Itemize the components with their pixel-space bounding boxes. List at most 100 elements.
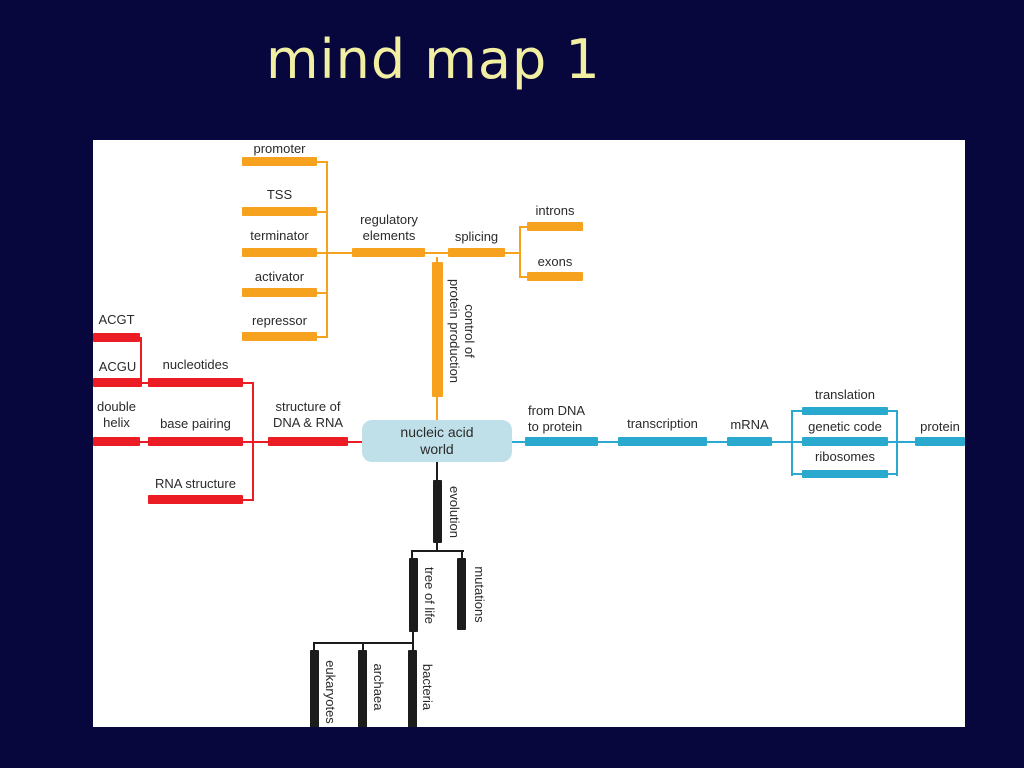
eukaryotes-drop	[313, 642, 315, 650]
control-of-protein-production-label: control of protein production	[447, 278, 477, 384]
acgt-acgu-vertical	[140, 337, 142, 384]
rna-structure-bar	[148, 495, 243, 504]
ribosomes-stub-left	[793, 473, 802, 475]
tss-label: TSS	[266, 187, 293, 202]
structure-of-dna-rna-label: structure of DNA & RNA	[272, 399, 344, 430]
orange-branch-vertical-line	[326, 161, 328, 338]
translation-bar	[802, 407, 888, 415]
promoter-bar	[242, 157, 317, 166]
promoter-label: promoter	[253, 141, 306, 156]
terminator-label: terminator	[250, 228, 309, 243]
slide-title: mind map 1	[266, 28, 601, 91]
control-stem-top	[436, 257, 438, 263]
transcription-to-mrna-line	[707, 441, 727, 443]
acgt-bar	[93, 333, 140, 342]
center-node-nucleic-acid-world: nucleic acid world	[362, 420, 512, 462]
repressor-label: repressor	[252, 313, 307, 328]
ribosomes-stub-right	[888, 473, 896, 475]
bacteria-label: bacteria	[420, 663, 435, 711]
mrna-to-bracket-line	[772, 441, 791, 443]
genetic-code-stub-right	[888, 441, 896, 443]
splicing-bracket-vertical	[519, 226, 521, 278]
ribosomes-bar	[802, 470, 888, 478]
evolution-bar	[433, 480, 442, 543]
terminator-to-regulatory-line	[317, 252, 352, 254]
rna-structure-connector	[243, 499, 253, 501]
ribosomes-label: ribosomes	[815, 449, 875, 464]
nucleotides-bar	[148, 378, 243, 387]
exons-connector	[521, 276, 529, 278]
blue-bracket-right	[896, 410, 898, 476]
base-pairing-label: base pairing	[160, 416, 231, 431]
double-helix-to-base-pairing-line	[140, 441, 148, 443]
mrna-label: mRNA	[730, 417, 769, 432]
activator-bar	[242, 288, 317, 297]
tree-of-life-stem-bottom	[412, 632, 414, 643]
activator-connector	[317, 292, 328, 294]
repressor-bar	[242, 332, 317, 341]
splicing-to-bracket-line	[505, 252, 521, 254]
eukaryotes-bar	[310, 650, 319, 727]
promoter-connector	[317, 161, 328, 163]
introns-bar	[527, 222, 583, 231]
control-stem-bottom	[436, 397, 438, 420]
genetic-code-bar	[802, 437, 888, 446]
base-pairing-bar	[148, 437, 243, 446]
acgu-bar	[93, 378, 142, 387]
acgu-label: ACGU	[98, 359, 137, 374]
regulatory-elements-bar	[352, 248, 425, 257]
protein-bar	[915, 437, 965, 446]
from-dna-to-protein-label: from DNA to protein	[528, 403, 586, 434]
nucleotides-connector	[243, 382, 253, 384]
archaea-label: archaea	[371, 663, 386, 711]
splicing-bar	[448, 248, 505, 257]
mrna-bar	[727, 437, 772, 446]
translation-stub-left	[793, 410, 802, 412]
evolution-stem-top	[436, 462, 438, 480]
exons-bar	[527, 272, 583, 281]
blue-bracket-left	[791, 410, 793, 476]
evolution-label: evolution	[447, 485, 462, 539]
regulatory-elements-label: regulatory elements	[360, 212, 418, 243]
nucleotides-label: nucleotides	[162, 357, 229, 372]
fromdna-to-transcription-line	[598, 441, 618, 443]
archaea-bar	[358, 650, 367, 727]
mutations-label: mutations	[472, 566, 487, 623]
transcription-label: transcription	[627, 416, 698, 431]
from-dna-to-protein-bar	[525, 437, 598, 446]
repressor-connector	[317, 336, 328, 338]
bracket-to-protein-line	[898, 441, 915, 443]
rna-structure-label: RNA structure	[155, 476, 236, 491]
eukaryotes-label: eukaryotes	[323, 660, 338, 724]
tree-of-life-bar	[409, 558, 418, 632]
tree-of-life-drop	[411, 550, 413, 558]
genetic-code-label: genetic code	[808, 419, 882, 434]
introns-label: introns	[535, 203, 575, 218]
protein-label: protein	[920, 419, 960, 434]
base-pairing-to-structure-line	[243, 441, 268, 443]
exons-label: exons	[537, 254, 573, 269]
double-helix-label: double helix	[96, 399, 137, 430]
center-node-label: nucleic acid world	[400, 424, 474, 457]
structure-of-dna-rna-bar	[268, 437, 348, 446]
tree-of-life-label: tree of life	[422, 566, 437, 625]
structure-to-center-line	[348, 441, 362, 443]
mutations-drop	[461, 550, 463, 558]
activator-label: activator	[254, 269, 305, 284]
introns-connector	[521, 226, 529, 228]
tss-connector	[317, 211, 328, 213]
splicing-label: splicing	[454, 229, 499, 244]
bacteria-bar	[408, 650, 417, 727]
evolution-junction-line	[411, 550, 464, 552]
center-to-fromdna-line	[512, 441, 525, 443]
acgu-nucleotides-line	[142, 382, 148, 384]
transcription-bar	[618, 437, 707, 446]
tss-bar	[242, 207, 317, 216]
regulatory-to-splicing-line	[425, 252, 448, 254]
terminator-bar	[242, 248, 317, 257]
evolution-stem-bottom	[436, 543, 438, 551]
acgt-label: ACGT	[98, 312, 135, 327]
translation-label: translation	[815, 387, 875, 402]
double-helix-bar	[93, 437, 140, 446]
